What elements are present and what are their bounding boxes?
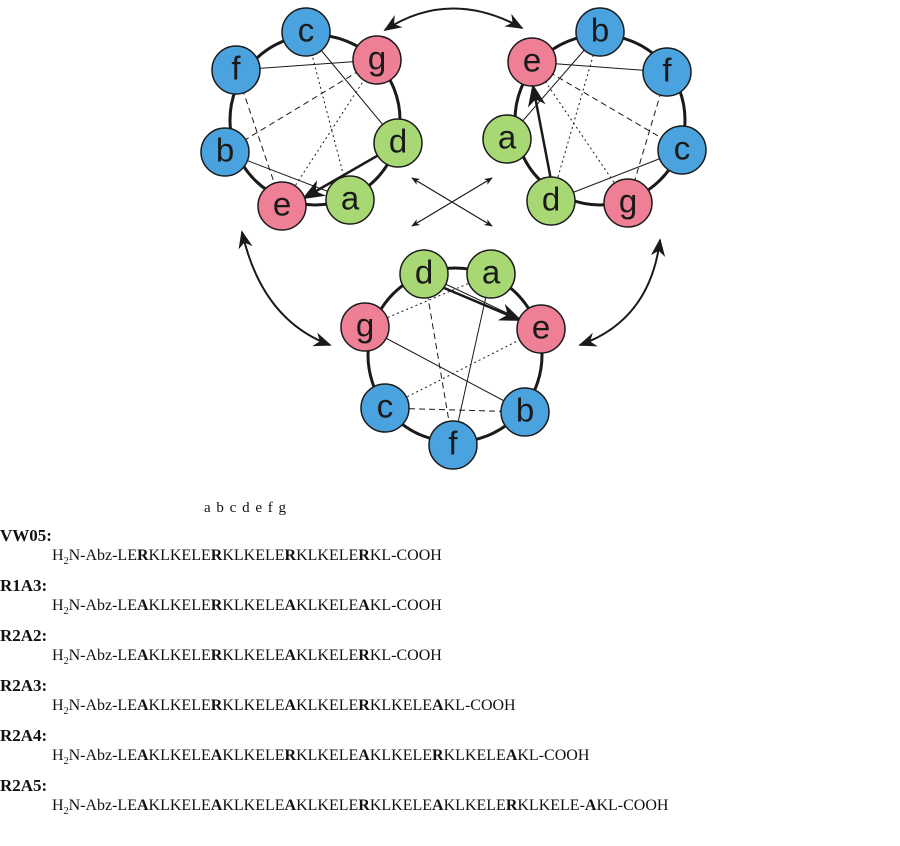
residue-d: d (526, 176, 576, 226)
helical-wheel-diagram: c g d a e b f b f c g d a e (200, 7, 707, 470)
peptide-sequence: H2N-Abz-LERKLKELERKLKELERKLKELERKL-COOH (52, 547, 442, 568)
peptide-entry: VW05: H2N-Abz-LERKLKELERKLKELERKLKELERKL… (0, 526, 442, 572)
svg-text:e: e (523, 42, 541, 79)
peptide-entry: R2A5: H2N-Abz-LEAKLKELEAKLKELEAKLKELERKL… (0, 776, 668, 822)
residue-c: c (360, 383, 410, 433)
svg-text:a: a (482, 254, 501, 291)
peptide-name: VW05: (0, 526, 52, 545)
svg-text:f: f (662, 52, 672, 89)
peptide-entry: R2A2: H2N-Abz-LEAKLKELERKLKELEAKLKELERKL… (0, 626, 442, 672)
peptide-entry: R2A4: H2N-Abz-LEAKLKELEAKLKELERKLKELEAKL… (0, 726, 589, 772)
heptad-positions-label: a b c d e f g (204, 500, 287, 516)
helix-direction-arrow (527, 83, 553, 181)
residue-b: b (575, 7, 625, 57)
residue-a: a (325, 175, 375, 225)
peptide-sequence: H2N-Abz-LEAKLKELERKLKELEAKLKELERKLKELEAK… (52, 697, 516, 718)
helix-top-right: b f c g d a e (482, 7, 707, 228)
residue-b: b (200, 127, 250, 177)
peptide-name: R2A3: (0, 676, 48, 695)
helix-bottom: d a e b f c g (340, 249, 566, 470)
svg-text:f: f (231, 50, 241, 87)
svg-text:d: d (415, 254, 433, 291)
residue-e: e (516, 304, 566, 354)
svg-text:e: e (532, 309, 550, 346)
peptide-name: R1A3: (0, 576, 48, 595)
residue-b: b (500, 387, 550, 437)
svg-text:g: g (619, 183, 637, 220)
svg-text:d: d (389, 123, 407, 160)
residue-e: e (257, 181, 307, 231)
peptide-entry: R2A3: H2N-Abz-LEAKLKELERKLKELEAKLKELERKL… (0, 676, 516, 722)
svg-text:d: d (542, 181, 560, 218)
residue-f: f (428, 420, 478, 470)
peptide-name: R2A2: (0, 626, 48, 645)
helix-direction-arrow (429, 280, 523, 322)
svg-text:b: b (516, 392, 534, 429)
svg-text:f: f (448, 425, 458, 462)
helix-top-left: c g d a e b f (200, 7, 423, 231)
arrow-top-right-to-bottom (578, 238, 666, 347)
residue-g: g (603, 178, 653, 228)
residue-g: g (352, 35, 402, 85)
arrow-top-left-to-bottom (238, 230, 332, 347)
peptide-sequence: H2N-Abz-LEAKLKELERKLKELEAKLKELERKL-COOH (52, 647, 442, 668)
svg-text:e: e (273, 186, 291, 223)
svg-text:b: b (216, 132, 234, 169)
svg-text:c: c (377, 388, 394, 425)
residue-f: f (211, 45, 261, 95)
interaction-arrows (238, 7, 666, 347)
svg-text:g: g (368, 40, 386, 77)
peptide-name: R2A4: (0, 726, 48, 745)
arrow-top-left-to-top-right (383, 7, 524, 31)
residue-c: c (657, 125, 707, 175)
peptide-entry: R1A3: H2N-Abz-LEAKLKELERKLKELEAKLKELEAKL… (0, 576, 442, 622)
svg-text:c: c (674, 130, 691, 167)
residue-a: a (482, 114, 532, 164)
residue-d: d (399, 249, 449, 299)
peptide-sequence: H2N-Abz-LEAKLKELEAKLKELERKLKELEAKLKELERK… (52, 747, 590, 768)
svg-text:g: g (356, 307, 374, 344)
residue-c: c (281, 7, 331, 57)
residue-d: d (373, 118, 423, 168)
peptide-sequence: H2N-Abz-LEAKLKELEAKLKELEAKLKELERKLKELEAK… (52, 797, 669, 818)
arrow-cross-diagonal-2 (411, 177, 493, 227)
svg-text:a: a (498, 119, 517, 156)
residue-g: g (340, 302, 390, 352)
peptide-sequence: H2N-Abz-LEAKLKELERKLKELEAKLKELEAKL-COOH (52, 597, 442, 618)
residue-f: f (642, 47, 692, 97)
svg-text:b: b (591, 12, 609, 49)
peptide-name: R2A5: (0, 776, 48, 795)
svg-text:c: c (298, 12, 315, 49)
residue-a: a (466, 249, 516, 299)
residue-e: e (507, 37, 557, 87)
svg-text:a: a (341, 180, 360, 217)
